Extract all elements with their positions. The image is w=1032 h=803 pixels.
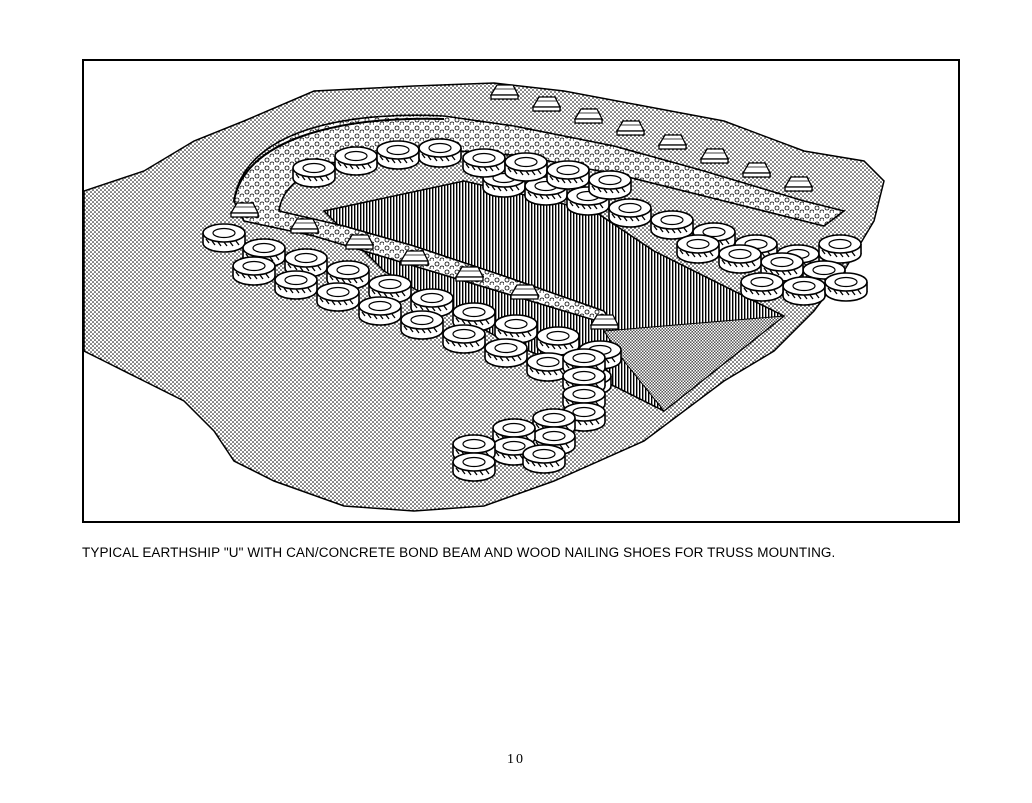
illustration-frame bbox=[82, 59, 960, 523]
page-number: 10 bbox=[507, 752, 525, 767]
earthship-u-illustration bbox=[84, 82, 885, 512]
bond-beam-top-edge bbox=[233, 117, 445, 202]
figure-caption: TYPICAL EARTHSHIP "U" WITH CAN/CONCRETE … bbox=[82, 545, 836, 560]
